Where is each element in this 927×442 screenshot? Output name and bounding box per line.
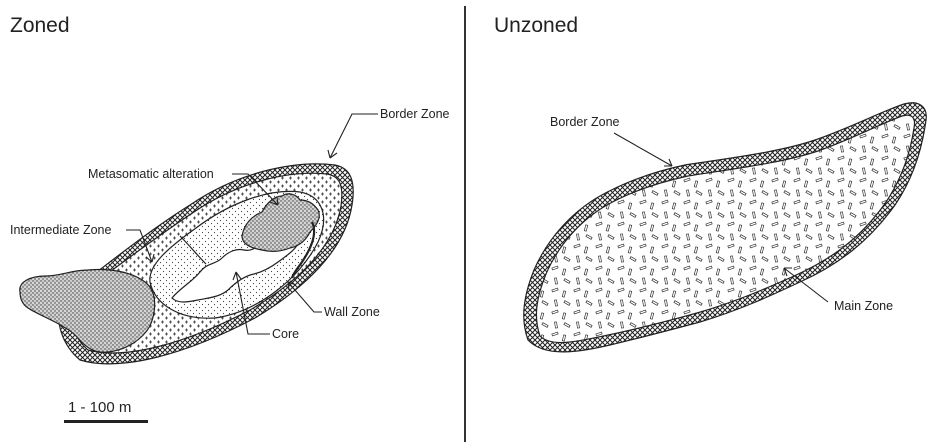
zoned-wall-zone-label: Wall Zone bbox=[324, 305, 380, 319]
zoned-pegmatite-body bbox=[20, 164, 353, 364]
unzoned-main-zone-label: Main Zone bbox=[834, 299, 893, 313]
zoned-left-lobe bbox=[20, 270, 155, 353]
scale-bar bbox=[64, 420, 148, 423]
unzoned-border-zone-label: Border Zone bbox=[550, 115, 620, 129]
zoned-intermediate-zone-label: Intermediate Zone bbox=[10, 223, 111, 237]
zoned-metasomatic-alteration-label: Metasomatic alteration bbox=[88, 167, 214, 181]
zoned-panel-title: Zoned bbox=[10, 14, 70, 37]
unzoned-panel-title: Unzoned bbox=[494, 14, 578, 37]
scale-bar-label: 1 - 100 m bbox=[68, 399, 131, 416]
zoned-border-zone-label: Border Zone bbox=[380, 107, 450, 121]
unzoned-pegmatite-body bbox=[524, 103, 927, 352]
zoned-core-label: Core bbox=[272, 327, 299, 341]
